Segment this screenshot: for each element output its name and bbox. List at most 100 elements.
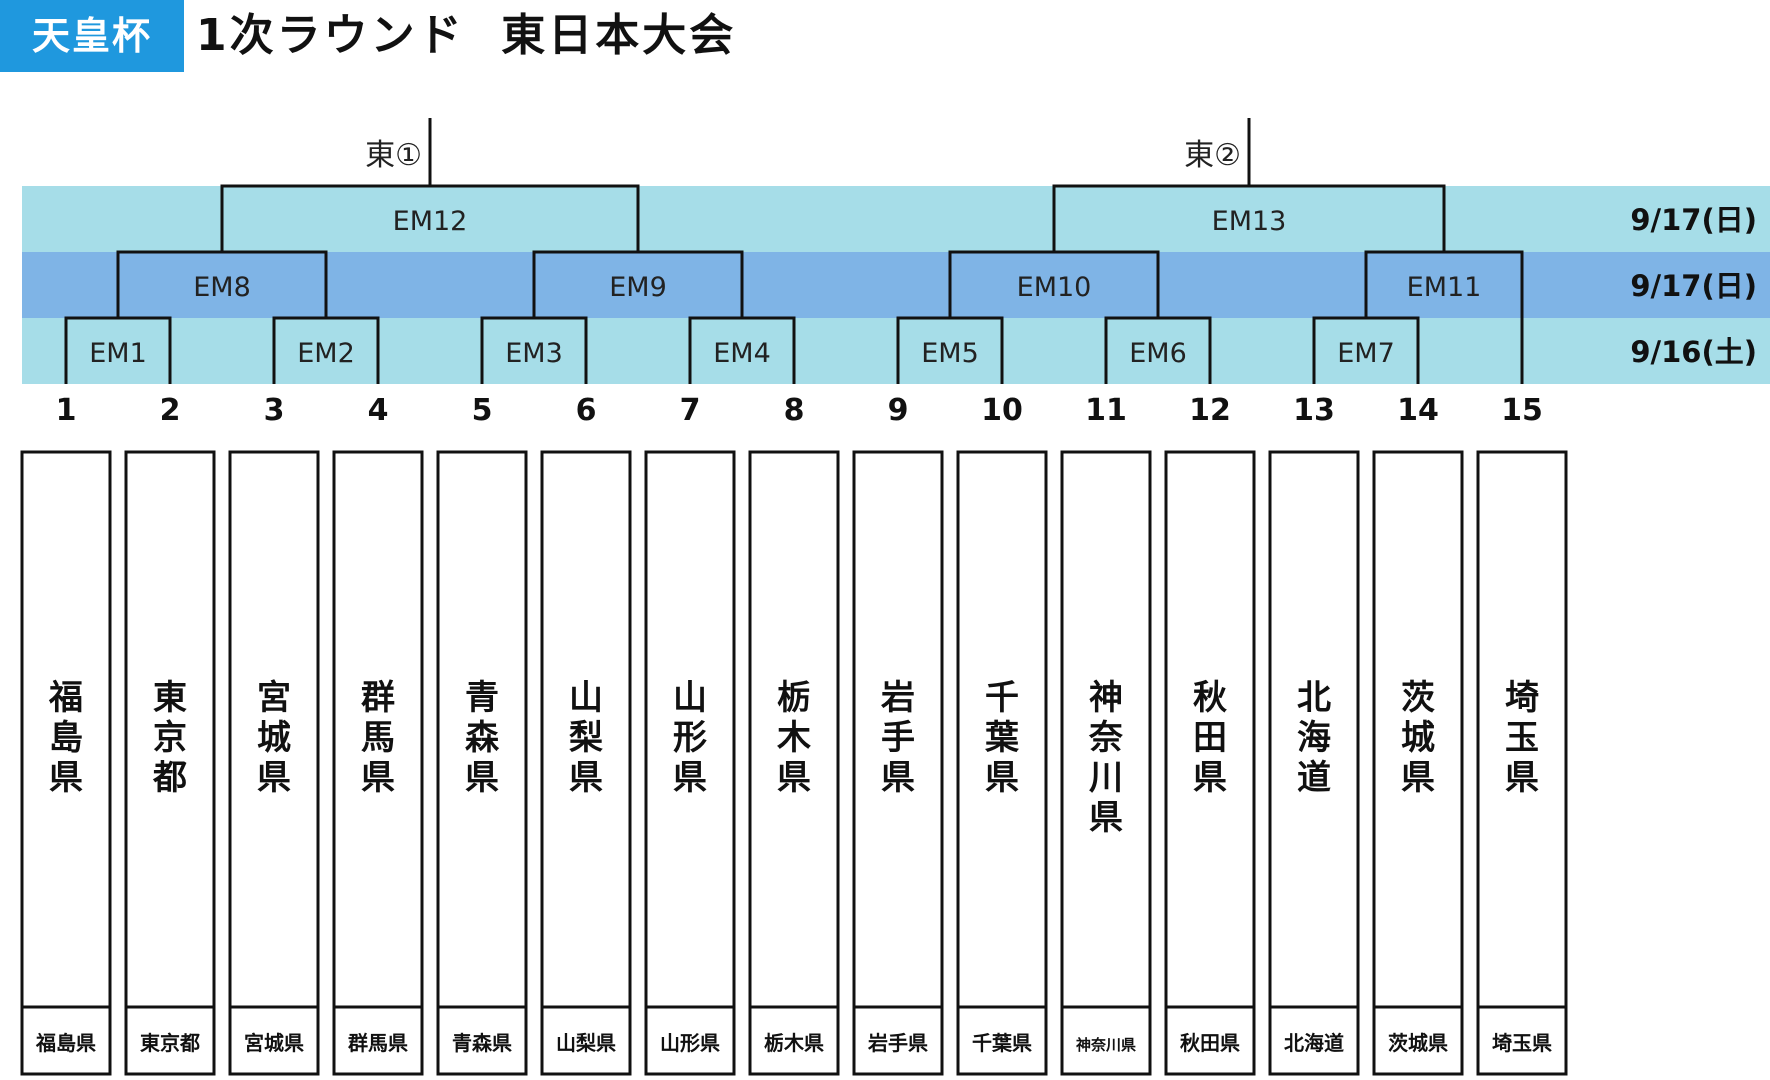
team-name-vertical: 東京都 [152,678,187,798]
team-name-vertical: 神奈川県 [1088,678,1123,838]
team-name-vertical: 宮城県 [257,678,291,798]
team-number: 1 [56,393,77,428]
team-name-vertical: 青森県 [465,678,500,798]
match-label: EM13 [1212,206,1287,237]
team-number: 13 [1293,393,1335,428]
team-name-vertical: 秋田県 [1193,678,1227,798]
team-name-small: 岩手県 [867,1031,928,1055]
team-number: 2 [160,393,181,428]
team-number: 3 [264,393,285,428]
team-box [228,450,320,1076]
team-box [956,450,1048,1076]
team-box [644,450,736,1076]
round-band-3 [22,186,1770,252]
team-box [124,450,216,1076]
team-number: 10 [981,393,1023,428]
team-name-small: 山形県 [660,1031,720,1055]
team-box [332,450,424,1076]
team-name-vertical: 山梨県 [569,678,603,798]
page-title: 1次ラウンド 東日本大会 [196,10,737,61]
page-header: 天皇杯 1次ラウンド 東日本大会 [0,0,1000,74]
match-label: EM4 [713,338,771,369]
team-name-vertical: 千葉県 [984,678,1020,798]
match-label: EM2 [297,338,355,369]
team-name-small: 宮城県 [244,1031,304,1055]
team-name-vertical: 埼玉県 [1505,678,1539,798]
team-name-vertical: 北海道 [1297,678,1331,798]
team-name-vertical: 岩手県 [880,678,915,798]
team-name-small: 千葉県 [972,1031,1032,1055]
team-name-small: 栃木県 [764,1031,824,1055]
slot-label: 東① [365,138,422,173]
round-date: 9/16(土) [1630,335,1757,369]
match-label: EM3 [505,338,563,369]
team-box [852,450,944,1076]
team-name-vertical: 山形県 [673,678,707,798]
round-date: 9/17(日) [1630,203,1757,237]
team-name-small: 茨城県 [1388,1031,1448,1055]
team-number: 9 [888,393,909,428]
team-box [1060,450,1152,1076]
team-name-small: 山梨県 [556,1031,616,1055]
team-number: 11 [1085,393,1127,428]
match-label: EM11 [1407,272,1482,303]
team-box [1268,450,1360,1076]
match-label: EM8 [193,272,251,303]
round-band-2 [22,252,1770,318]
round-band-1 [22,318,1770,384]
team-number: 4 [368,393,389,428]
team-name-small: 東京都 [140,1031,200,1055]
team-name-small: 埼玉県 [1492,1031,1552,1055]
team-name-small: 青森県 [452,1031,512,1055]
team-name-small: 秋田県 [1180,1031,1240,1055]
team-box [1164,450,1256,1076]
match-label: EM10 [1017,272,1092,303]
team-box [540,450,632,1076]
match-label: EM6 [1129,338,1187,369]
team-box [1476,450,1568,1076]
team-number: 8 [784,393,805,428]
team-name-small: 群馬県 [347,1031,408,1055]
team-name-small: 北海道 [1284,1031,1344,1055]
team-name-small: 福島県 [35,1031,96,1055]
team-box [20,450,112,1076]
team-number: 5 [472,393,493,428]
match-label: EM7 [1337,338,1395,369]
round-date: 9/17(日) [1630,269,1757,303]
tournament-badge: 天皇杯 [0,0,184,72]
match-label: EM9 [609,272,667,303]
team-box [436,450,528,1076]
team-number: 14 [1397,393,1439,428]
match-label: EM5 [921,338,979,369]
team-name-vertical: 福島県 [48,678,83,798]
team-number: 6 [576,393,597,428]
team-name-small: 神奈川県 [1076,1036,1136,1054]
team-number: 7 [680,393,701,428]
team-box [748,450,840,1076]
team-box [1372,450,1464,1076]
team-number: 15 [1501,393,1543,428]
team-name-vertical: 群馬県 [361,678,395,798]
team-number: 12 [1189,393,1231,428]
team-name-vertical: 栃木県 [776,678,811,798]
slot-label: 東② [1184,138,1241,173]
team-name-vertical: 茨城県 [1401,678,1435,798]
match-label: EM12 [393,206,468,237]
match-label: EM1 [89,338,147,369]
